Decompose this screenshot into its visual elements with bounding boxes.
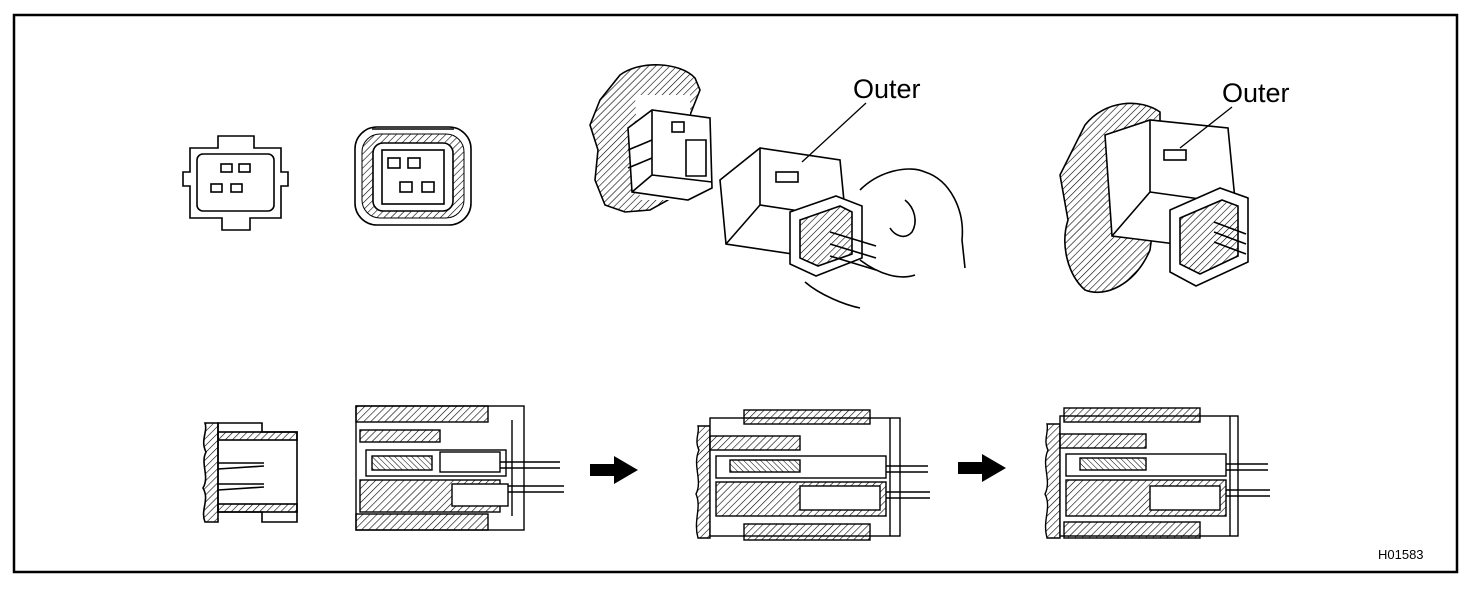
mated-connector-section-2 [1044,407,1270,539]
figure-code: H01583 [1378,547,1424,562]
outer-label: Outer [853,74,921,104]
connector-connected-illustration [1059,102,1249,294]
right-arrow-icon [958,454,1006,482]
male-connector-section [202,422,298,523]
connector-disconnect-illustration [589,64,966,309]
right-arrow-icon [590,456,638,484]
connector-face-male [182,135,289,231]
connector-face-female [354,126,472,226]
figure-border [12,13,1459,574]
outer-label: Outer [1222,78,1290,108]
female-connector-section-1 [355,405,564,531]
mated-connector-section-1 [695,409,930,541]
